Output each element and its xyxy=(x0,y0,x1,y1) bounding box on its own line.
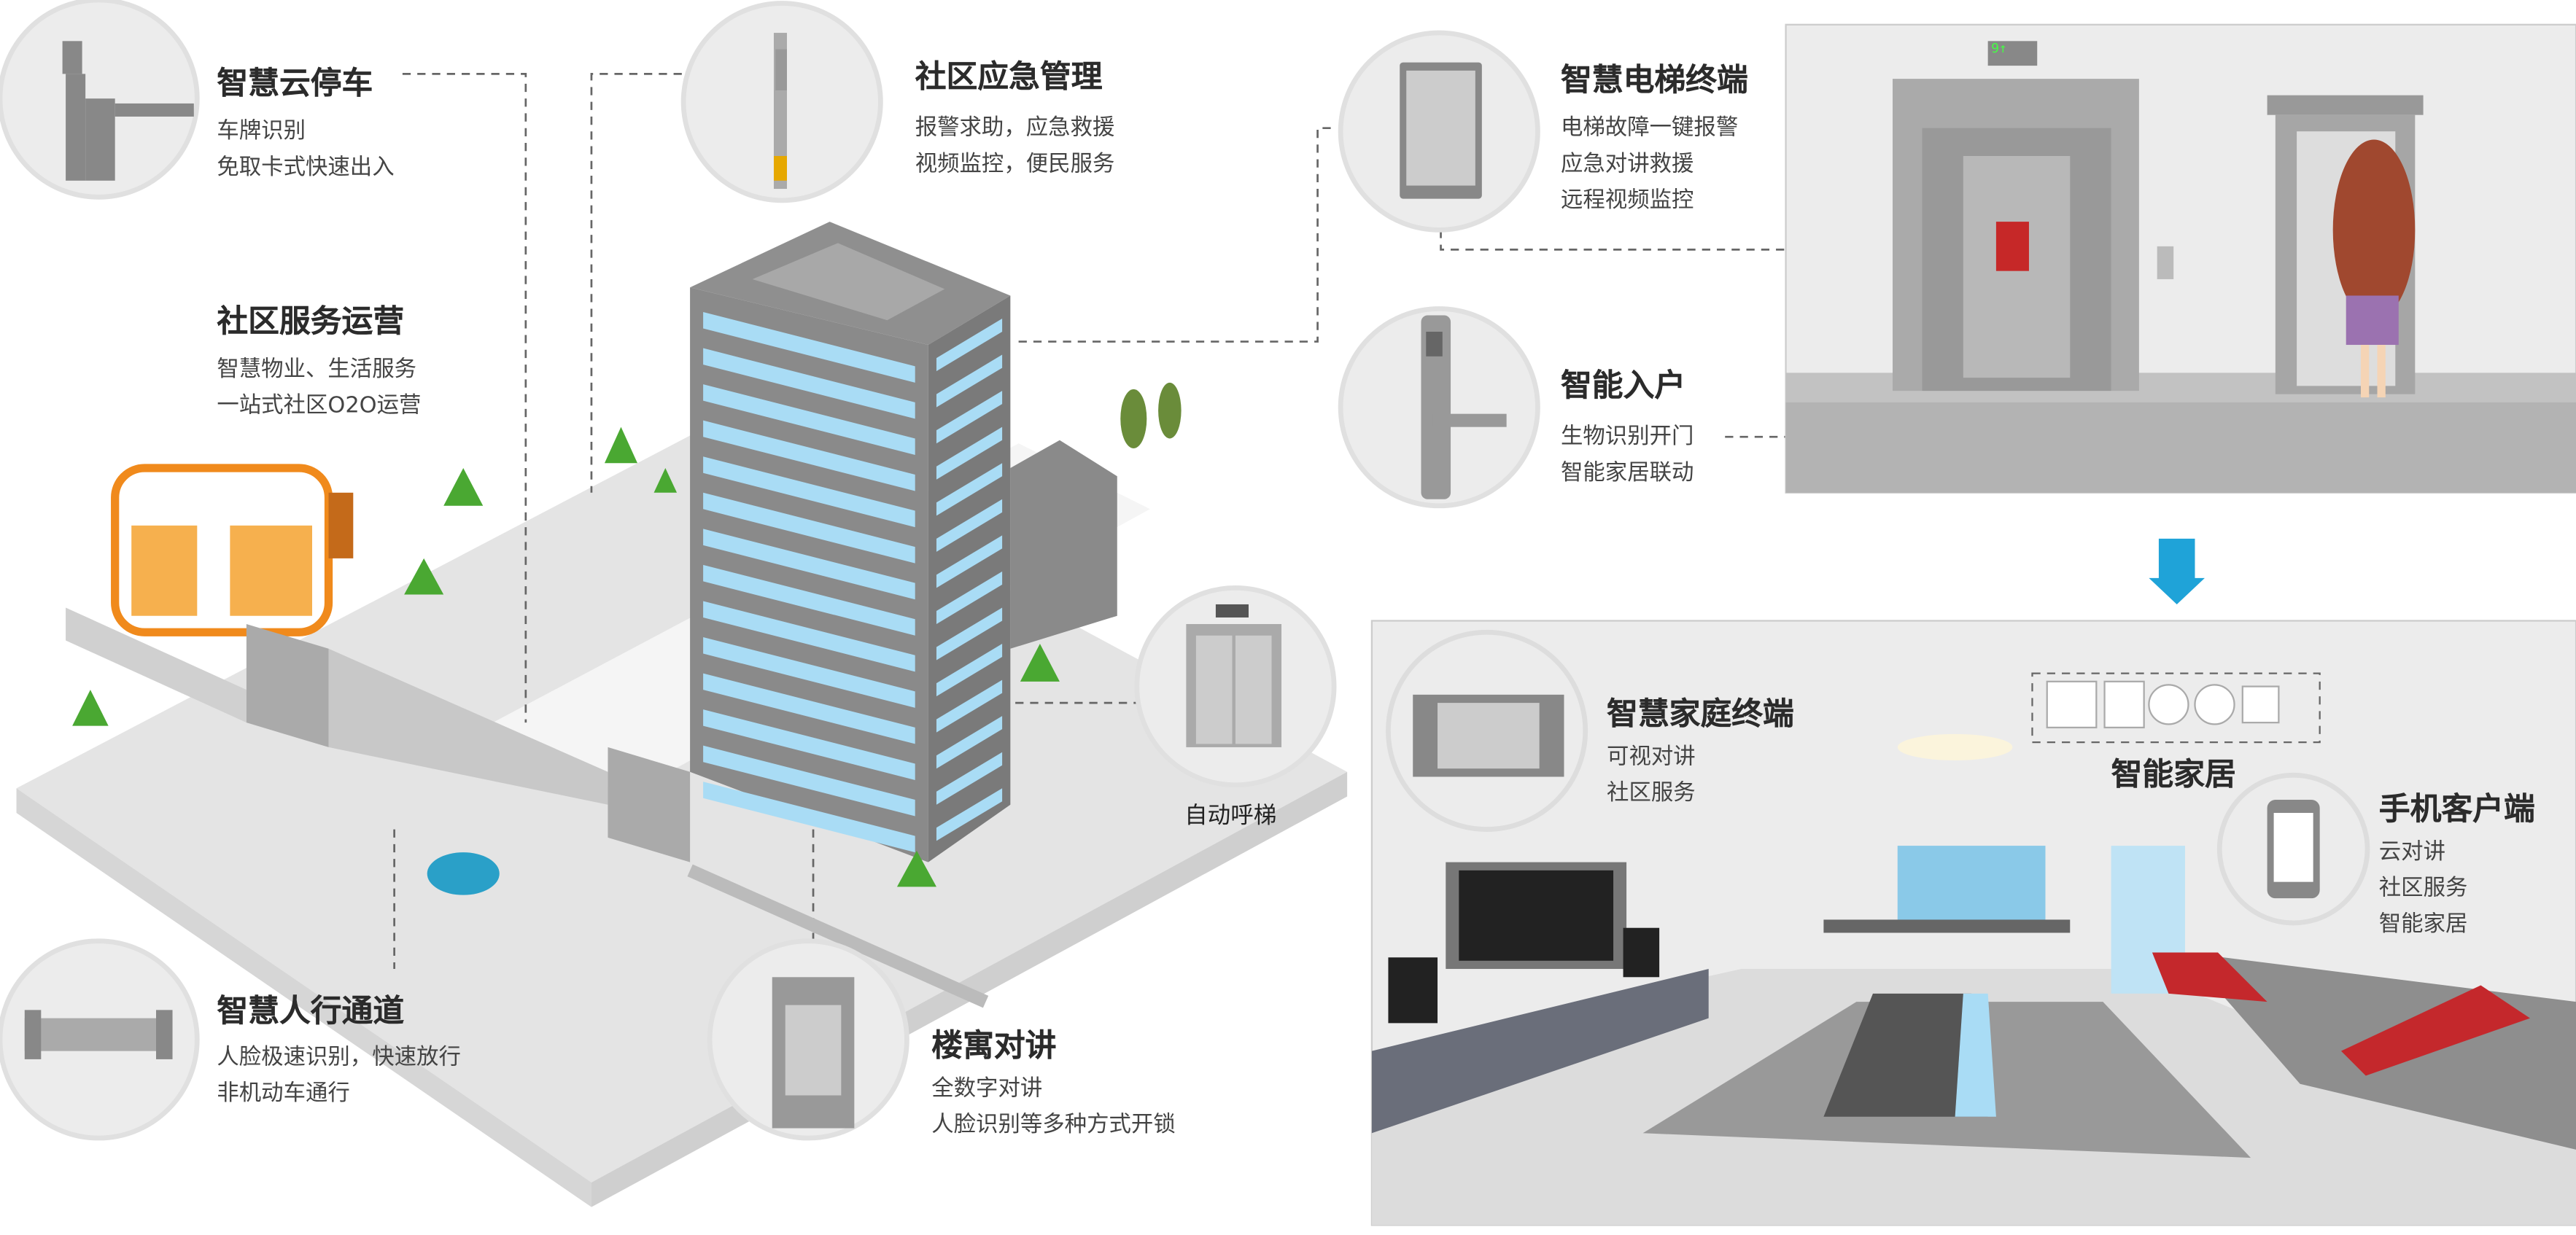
building-window xyxy=(703,709,915,780)
smart-entry-line: 生物识别开门 xyxy=(1560,424,1694,451)
living-room-scene xyxy=(1370,620,2576,1226)
pedestrian-line: 非机动车通行 xyxy=(217,1080,350,1107)
parking-line: 免取卡式快速出入 xyxy=(217,154,395,181)
barrier-gate-icon xyxy=(62,41,194,181)
service-line: 一站式社区O2O运营 xyxy=(217,392,422,419)
building-window xyxy=(703,745,915,817)
service-title: 社区服务运营 xyxy=(217,303,405,340)
building-window xyxy=(703,673,915,744)
building-window xyxy=(936,499,1003,552)
building-window xyxy=(936,463,1003,516)
elevator-terminal-icon xyxy=(1400,62,1482,199)
mobile-line: 云对讲 xyxy=(2378,839,2445,866)
elevator-icon xyxy=(1186,604,1282,747)
car xyxy=(427,852,500,895)
building-window xyxy=(703,420,915,491)
building-window xyxy=(703,311,915,383)
emergency-block: 社区应急管理 报警求助，应急救援 视频监控，便民服务 xyxy=(915,52,1115,182)
shop-illustration xyxy=(111,464,354,636)
smart-entry-block: 智能入户 生物识别开门 智能家居联动 xyxy=(1561,362,1694,491)
mobile-line: 社区服务 xyxy=(2378,875,2468,902)
elevator-floor-display: 9↑ xyxy=(1991,41,2007,56)
intercom-title: 楼寓对讲 xyxy=(931,1028,1057,1064)
building-window xyxy=(936,319,1003,372)
smart-entry-line: 智能家居联动 xyxy=(1560,459,1694,486)
side-building xyxy=(1010,440,1117,649)
emergency-line: 报警求助，应急救援 xyxy=(915,114,1115,141)
elevator-terminal-block: 智慧电梯终端 电梯故障一键报警 应急对讲救援 远程视频监控 xyxy=(1561,56,1748,219)
parking-line: 车牌识别 xyxy=(217,118,306,145)
building-window xyxy=(936,679,1003,733)
building-window xyxy=(703,492,915,564)
pedestrian-line: 人脸极速识别，快速放行 xyxy=(217,1044,461,1071)
smart-lock-icon xyxy=(1421,315,1507,499)
service-line: 智慧物业、生活服务 xyxy=(217,356,417,383)
building-window xyxy=(936,607,1003,661)
mobile-line: 智能家居 xyxy=(2378,911,2468,938)
building-window xyxy=(703,456,915,528)
intercom-panel-icon xyxy=(772,977,855,1129)
down-arrow-icon xyxy=(2149,538,2205,604)
elevator-terminal-line: 远程视频监控 xyxy=(1560,187,1694,214)
home-terminal-title: 智慧家庭终端 xyxy=(1607,696,1794,733)
turnstile-icon xyxy=(24,1010,173,1059)
pedestrian-block: 智慧人行通道 人脸极速识别，快速放行 非机动车通行 xyxy=(217,987,461,1112)
smart-home-title: 智能家居 xyxy=(2111,757,2236,794)
main-building xyxy=(690,222,1011,862)
coffee-table xyxy=(1823,993,1988,1117)
building-window xyxy=(703,384,915,455)
parking-title: 智慧云停车 xyxy=(217,66,373,102)
intercom-line: 人脸识别等多种方式开锁 xyxy=(931,1112,1176,1139)
home-terminal-block: 智慧家庭终端 可视对讲 社区服务 xyxy=(1607,690,1794,811)
building-window xyxy=(703,529,915,600)
home-terminal-line: 社区服务 xyxy=(1607,779,1696,807)
emergency-title: 社区应急管理 xyxy=(915,59,1103,96)
building-window xyxy=(936,571,1003,624)
elevator-terminal-line: 应急对讲救援 xyxy=(1560,151,1694,178)
building-window xyxy=(936,391,1003,444)
window xyxy=(1897,846,2046,928)
trees xyxy=(72,426,1060,887)
building-window xyxy=(936,716,1003,769)
building-window xyxy=(703,348,915,419)
elevator-terminal-title: 智慧电梯终端 xyxy=(1560,62,1748,99)
pedestrian-title: 智慧人行通道 xyxy=(217,993,405,1030)
smart-entry-title: 智能入户 xyxy=(1560,367,1686,405)
mobile-title: 手机客户端 xyxy=(2378,791,2535,828)
building-window xyxy=(936,535,1003,588)
building-window xyxy=(703,564,915,636)
intercom-line: 全数字对讲 xyxy=(931,1075,1043,1102)
elevator-terminal-line: 电梯故障一键报警 xyxy=(1560,114,1739,141)
building-window xyxy=(936,752,1003,805)
building-window xyxy=(936,644,1003,697)
intercom-block: 楼寓对讲 全数字对讲 人脸识别等多种方式开锁 xyxy=(931,1021,1176,1143)
tv xyxy=(1459,870,1614,961)
building-window xyxy=(936,354,1003,408)
building-window xyxy=(703,782,915,853)
home-terminal-line: 可视对讲 xyxy=(1607,744,1696,771)
auto-elevator-label: 自动呼梯 xyxy=(1184,803,1277,830)
parking-block: 智慧云停车 车牌识别 免取卡式快速出入 xyxy=(217,59,394,185)
building-window xyxy=(703,637,915,708)
service-block: 社区服务运营 智慧物业、生活服务 一站式社区O2O运营 xyxy=(217,297,421,424)
elevator-hall-scene xyxy=(1785,23,2576,494)
emergency-pole-icon xyxy=(773,33,787,190)
emergency-line: 视频监控，便民服务 xyxy=(915,151,1115,178)
mobile-block: 手机客户端 云对讲 社区服务 智能家居 xyxy=(2379,785,2535,943)
girl-figure xyxy=(2332,139,2416,321)
building-window xyxy=(936,788,1003,841)
building-window xyxy=(703,601,915,672)
building-window xyxy=(936,426,1003,480)
